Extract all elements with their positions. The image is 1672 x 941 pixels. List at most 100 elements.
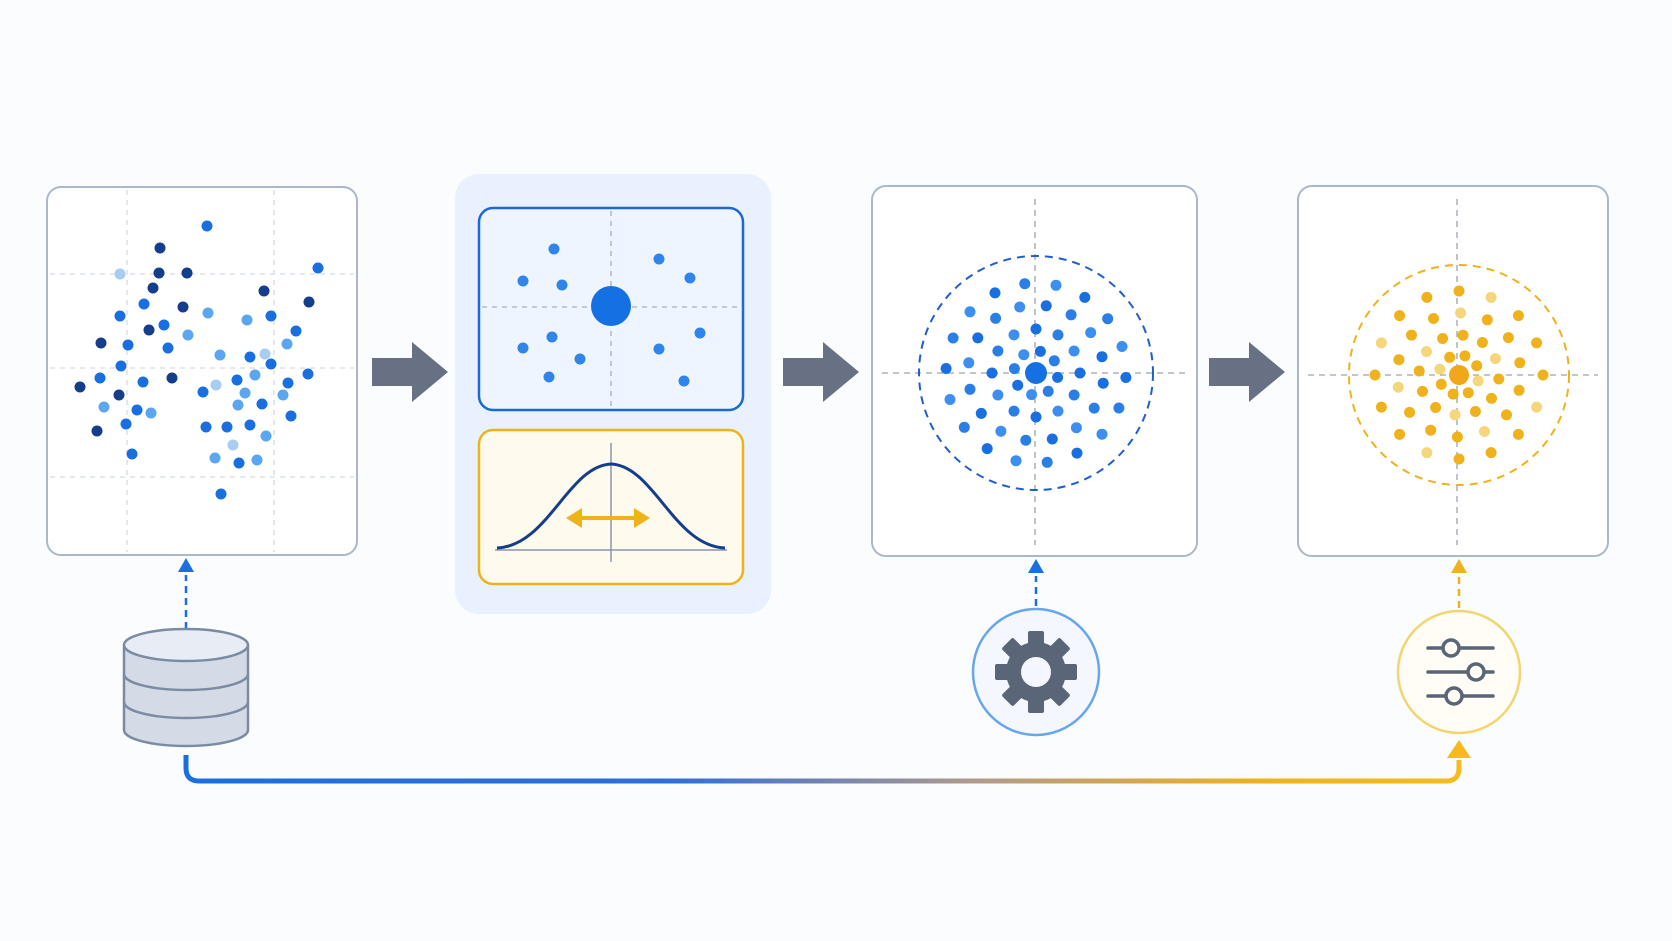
standardized-point (992, 389, 1004, 401)
standardized-point (1040, 300, 1052, 312)
raw-data-point (209, 452, 221, 464)
standardized-point (947, 332, 959, 344)
raw-data-point (147, 282, 159, 294)
raw-data-point (312, 262, 324, 274)
standardized-center-point (1025, 362, 1047, 384)
sliders-icon-badge (1396, 609, 1522, 735)
raw-data-point (153, 267, 165, 279)
spread-arrow (566, 508, 650, 528)
database-icon (122, 627, 250, 748)
standardized-point (1010, 455, 1022, 467)
raw-data-point (281, 338, 293, 350)
tuned-center-point (1449, 365, 1469, 385)
flow-arrow-2 (783, 342, 859, 402)
tuned-point (1453, 453, 1465, 465)
standardized-point (975, 407, 987, 419)
raw-data-point (277, 389, 289, 401)
standardized-point (963, 357, 975, 369)
raw-data-point (131, 404, 143, 416)
raw-data-points (74, 220, 324, 500)
tuned-point (1459, 350, 1471, 362)
raw-data-point (122, 339, 134, 351)
tuned-point (1435, 378, 1447, 390)
raw-data-point (202, 307, 214, 319)
standardized-point (1071, 447, 1083, 459)
standardized-point (1096, 351, 1108, 363)
tuned-point (1471, 360, 1483, 372)
standardized-point (964, 383, 976, 395)
standardized-point (981, 443, 993, 455)
feedback-flow-line (183, 740, 1471, 784)
standardized-point (1052, 371, 1064, 383)
raw-data-point (239, 387, 251, 399)
standardized-point (1102, 313, 1114, 325)
standardized-point (1113, 402, 1125, 414)
standardized-point (958, 421, 970, 433)
tuned-boundary (1348, 264, 1570, 486)
standardized-point (972, 332, 984, 344)
tuned-point (1421, 291, 1433, 303)
raw-data-point (95, 337, 107, 349)
standardized-point (1116, 341, 1128, 352)
mean-sample-point (517, 275, 529, 287)
standardized-point (1079, 291, 1091, 303)
gear-icon-badge (971, 607, 1101, 737)
standardized-point (1050, 279, 1062, 291)
standardized-point (1068, 345, 1080, 357)
mean-sample-point (653, 343, 665, 355)
tuned-point (1413, 365, 1425, 377)
standardized-point (1048, 355, 1060, 367)
flow-arrow-3 (1209, 342, 1285, 402)
gear-icon (995, 631, 1077, 713)
mean-sample-point (574, 353, 586, 365)
standardized-point (1065, 309, 1077, 321)
tuned-point (1451, 431, 1463, 443)
raw-data-point (126, 448, 138, 460)
raw-data-point (265, 358, 277, 370)
mean-sample-point (556, 279, 568, 291)
tuned-point (1531, 337, 1543, 349)
tuned-point (1479, 426, 1490, 437)
tuned-point (1437, 333, 1449, 344)
tuned-point (1531, 401, 1543, 413)
raw-data-point (91, 425, 103, 437)
raw-data-point (74, 381, 86, 393)
tuned-point (1486, 392, 1497, 404)
standardized-point (1052, 329, 1064, 341)
mean-sample-point (678, 375, 690, 387)
tuned-output-panel (1297, 185, 1609, 557)
raw-data-point (214, 349, 226, 361)
tuned-point (1537, 369, 1549, 381)
standardized-point (995, 425, 1007, 437)
tuned-point (1469, 406, 1481, 417)
raw-data-point (231, 374, 243, 386)
raw-data-point (249, 369, 261, 381)
tuned-point (1375, 401, 1387, 413)
standardized-point (940, 363, 952, 374)
raw-data-point (303, 296, 315, 308)
tuned-point (1417, 385, 1428, 397)
mean-sample-point (548, 243, 560, 255)
tuned-point (1462, 387, 1474, 399)
tuned-point (1455, 307, 1467, 319)
standardized-point (1046, 433, 1058, 445)
standardized-point (1034, 345, 1046, 357)
standardized-point (1120, 372, 1132, 383)
raw-data-point (244, 419, 256, 431)
raw-data-point (259, 348, 271, 360)
raw-data-point (182, 329, 194, 341)
tuned-point (1428, 313, 1439, 324)
raw-data-point (181, 267, 193, 279)
mean-sample-point (653, 253, 665, 265)
raw-data-point (120, 418, 132, 430)
standardized-point (944, 394, 956, 405)
tuned-point (1375, 337, 1387, 349)
flow-arrow-1 (372, 342, 448, 402)
standardized-point (986, 367, 998, 379)
tuned-point (1490, 353, 1501, 365)
statistics-panel (455, 174, 771, 614)
raw-data-point (215, 488, 227, 500)
tuned-point (1514, 357, 1526, 369)
tuned-point (1369, 369, 1381, 381)
raw-data-point (94, 372, 106, 384)
